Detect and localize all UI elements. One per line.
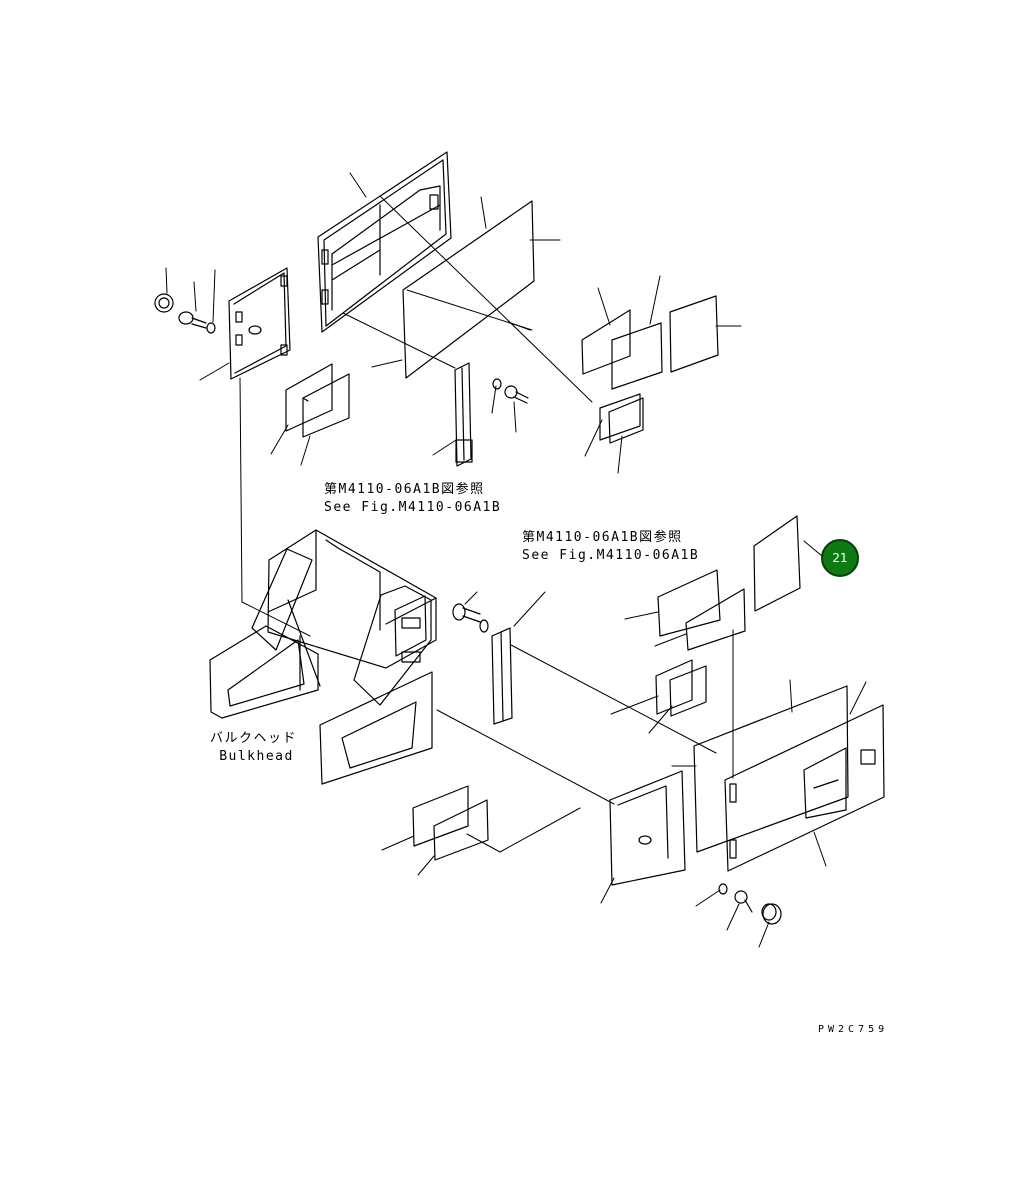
lower-right-pads bbox=[655, 515, 801, 717]
upper-right-pads bbox=[581, 295, 719, 444]
upper-connector-line bbox=[239, 377, 243, 603]
upper-glass-sheet bbox=[402, 200, 535, 379]
bulkhead-label: バルクヘッド Bulkhead bbox=[210, 730, 297, 766]
lower-right-panel bbox=[693, 685, 885, 872]
upper-middle-hardware bbox=[492, 378, 529, 404]
lower-leader-lines bbox=[381, 540, 867, 948]
upper-figure-reference: 第M4110-06A1B図参照 See Fig.M4110-06A1B bbox=[324, 481, 501, 517]
lower-reference-japanese: 第M4110-06A1B図参照 bbox=[522, 530, 683, 545]
upper-bracket-bar bbox=[454, 362, 473, 467]
drawing-code: PW2C759 bbox=[818, 1024, 889, 1035]
upper-reference-english: See Fig.M4110-06A1B bbox=[324, 500, 502, 515]
lower-bracket-bar bbox=[491, 627, 513, 725]
upper-left-hardware bbox=[154, 293, 216, 334]
lower-left-pads bbox=[412, 785, 489, 861]
lower-reference-english: See Fig.M4110-06A1B bbox=[522, 548, 700, 563]
part-number-callout[interactable]: 21 bbox=[821, 539, 859, 577]
bulkhead-label-english: Bulkhead bbox=[219, 749, 294, 764]
lower-middle-hardware bbox=[452, 603, 489, 633]
upper-reference-japanese: 第M4110-06A1B図参照 bbox=[324, 482, 485, 497]
upper-left-cover-plate bbox=[228, 267, 291, 380]
upper-left-pads bbox=[285, 363, 350, 438]
upper-leader-lines bbox=[165, 172, 742, 474]
lower-left-panel bbox=[609, 770, 686, 886]
upper-frame-panel bbox=[317, 151, 452, 333]
lower-right-hardware bbox=[718, 883, 782, 925]
lower-figure-reference: 第M4110-06A1B図参照 See Fig.M4110-06A1B bbox=[522, 529, 699, 565]
bulkhead-frame bbox=[209, 529, 437, 785]
bulkhead-label-japanese: バルクヘッド bbox=[210, 731, 298, 746]
